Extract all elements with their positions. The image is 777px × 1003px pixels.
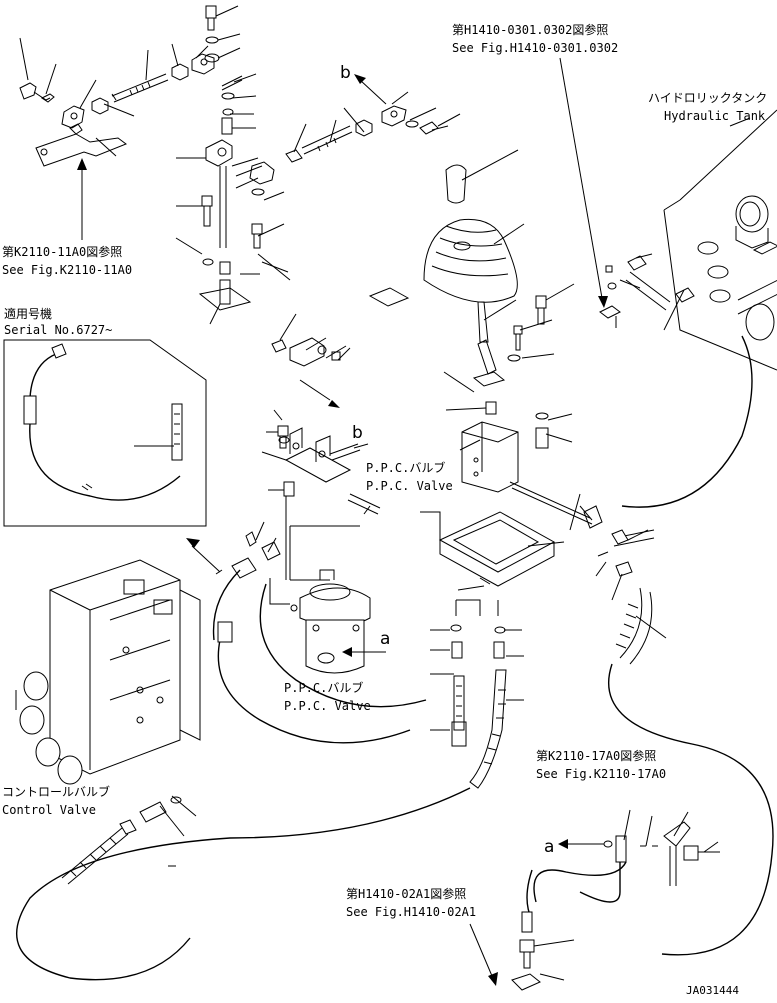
ppc-valve-upper-en: P.P.C. Valve (366, 479, 453, 493)
ref-k2110-11a0-jp: 第K2110-11A0図参照 (2, 244, 122, 259)
mid-bracket-b (261, 313, 381, 580)
upper-ppc-assembly (289, 283, 593, 591)
joystick-lever (368, 149, 525, 375)
ref-h1410-02a1-en: See Fig.H1410-02A1 (346, 905, 476, 919)
serial-inset (3, 339, 207, 527)
ref-h1410-02a1-jp: 第H1410-02A1図参照 (346, 886, 466, 901)
hydraulic-tank-jp: ハイドロリックタンク (648, 91, 767, 105)
ref-k2110-17a0-en: See Fig.K2110-17A0 (536, 767, 666, 781)
left-hose-loops (15, 521, 471, 981)
ref-k2110-11a0-en: See Fig.K2110-11A0 (2, 263, 132, 277)
center-vertical-stack (175, 5, 291, 325)
control-valve-en: Control Valve (2, 803, 96, 817)
hydraulic-tank (559, 57, 777, 371)
ppc-valve-lower-en: P.P.C. Valve (284, 699, 371, 713)
ref-h1410-0301-en: See Fig.H1410-0301.0302 (452, 41, 618, 55)
text-labels: 第H1410-0301.0302図参照 See Fig.H1410-0301.0… (2, 22, 767, 997)
bottom-right-parts (469, 809, 720, 991)
ppc-valve-lower-jp: P.P.C.バルブ (284, 680, 363, 695)
serial-label-en: Serial No.6727~ (4, 323, 112, 337)
top-left-linkage (19, 37, 215, 240)
ppc-valve-upper-jp: P.P.C.バルブ (366, 460, 445, 475)
upper-right-rod (285, 74, 461, 163)
control-valve-jp: コントロールバルブ (2, 784, 110, 799)
marker-a-low: a (544, 837, 554, 857)
marker-b-mid: b (352, 423, 363, 443)
right-hoses (579, 335, 774, 956)
ref-h1410-0301-jp: 第H1410-0301.0302図参照 (452, 22, 608, 37)
hydraulic-tank-en: Hydraulic Tank (664, 109, 766, 123)
lower-ppc-valve (269, 569, 386, 674)
control-valve-block (15, 559, 201, 785)
marker-a-mid: a (380, 629, 390, 649)
ref-k2110-17a0-jp: 第K2110-17A0図参照 (536, 748, 656, 763)
center-fittings (430, 599, 524, 789)
serial-label-jp: 適用号機 (4, 306, 52, 321)
drawing-id: JA031444 (686, 984, 739, 997)
marker-b-top: b (340, 63, 351, 83)
